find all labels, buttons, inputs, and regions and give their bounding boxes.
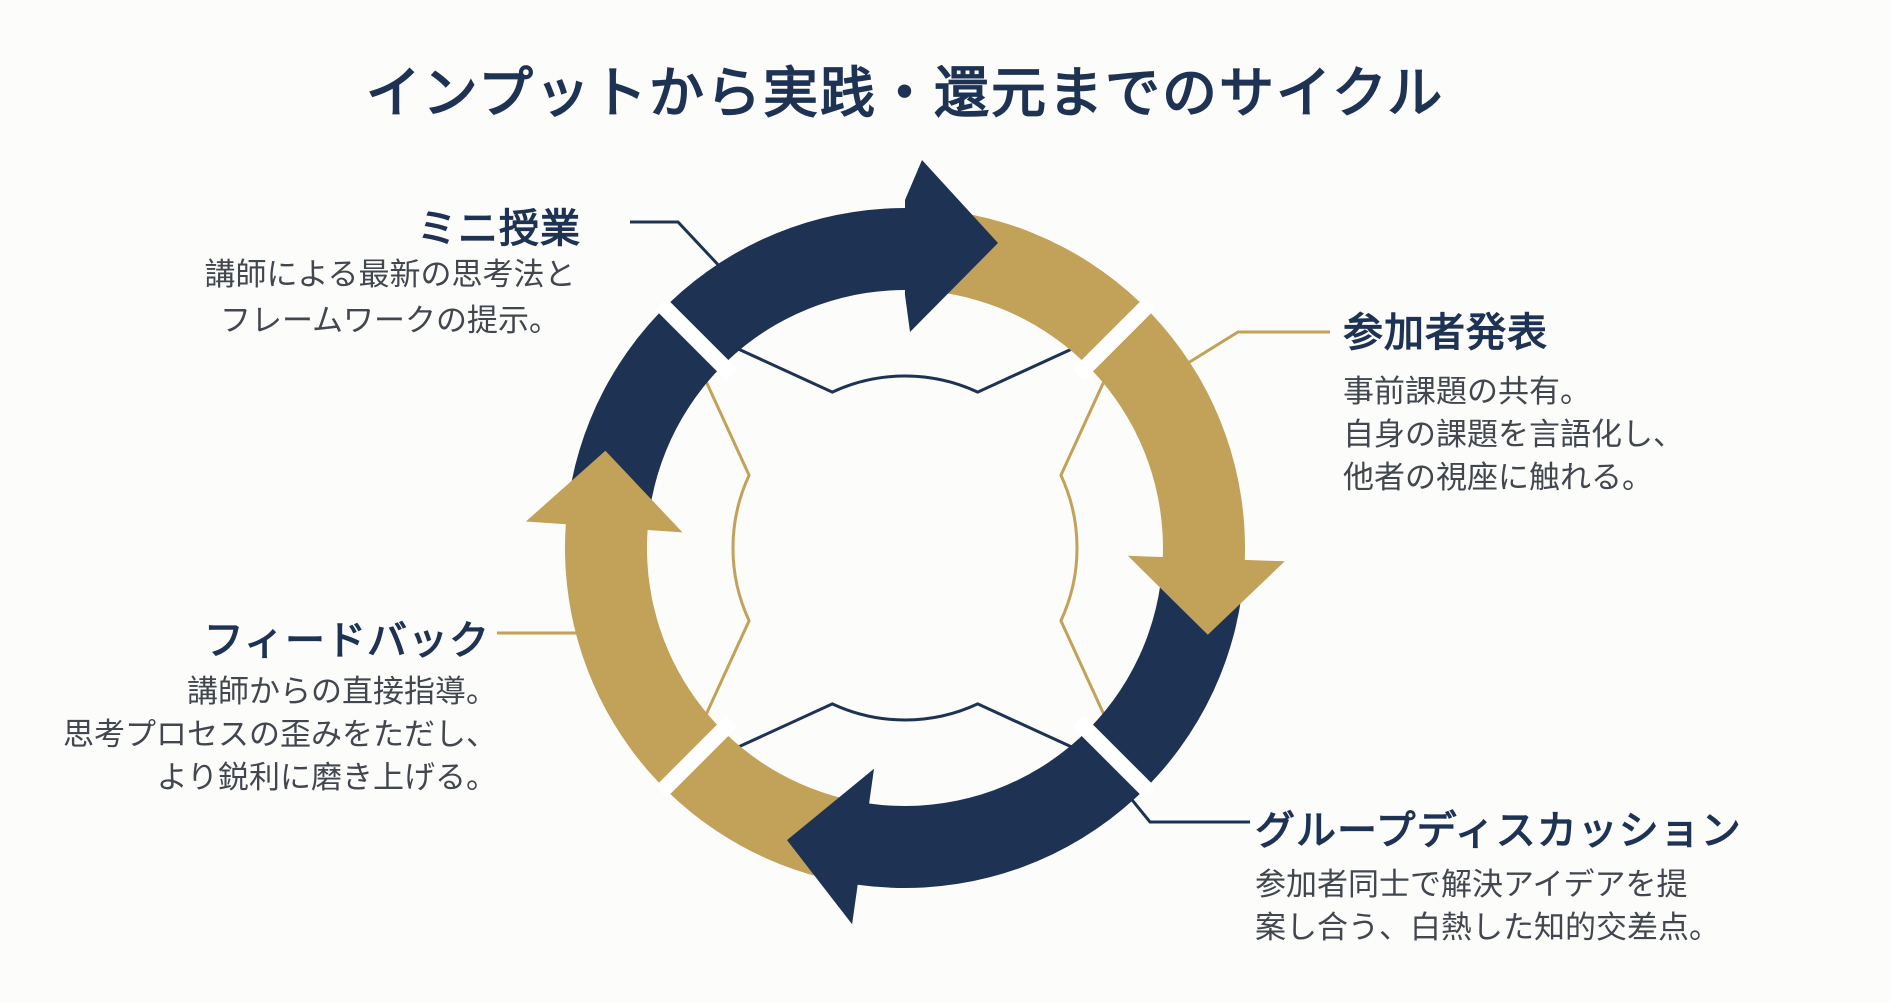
gap-slash-bottom-left (655, 715, 738, 798)
leader-participant-presentation (1179, 330, 1330, 370)
inner-outline-right (1059, 321, 1133, 775)
desc-line: 自身の課題を言語化し、 (1343, 417, 1684, 452)
desc-line: 思考プロセスの歪みをただし、 (63, 717, 497, 752)
step-label-group-discussion: グループディスカッション (1255, 809, 1742, 853)
gap-slash-top-right (1072, 298, 1155, 381)
step-desc-participant-presentation: 事前課題の共有。 自身の課題を言語化し、 他者の視座に触れる。 (1343, 370, 1684, 499)
desc-line: 事前課題の共有。 (1343, 374, 1591, 409)
cycle-arrow-right (932, 209, 1285, 635)
step-desc-group-discussion: 参加者同士で解決アイデアを提 案し合う、白熱した知的交差点。 (1255, 863, 1720, 949)
desc-line: フレームワークの提示。 (219, 303, 561, 338)
inner-outline-top (678, 320, 1132, 394)
leader-group-discussion (1088, 747, 1250, 824)
inner-outline-left (677, 321, 751, 775)
desc-line: 案し合う、白熱した知的交差点。 (1255, 910, 1720, 945)
gap-slash-bottom-right (1072, 715, 1155, 798)
cycle-arrow-top (566, 168, 992, 521)
page-title: インプットから実践・還元までのサイクル (365, 62, 1445, 124)
cycle-arrow-bottom (787, 583, 1242, 925)
desc-line: 講師による最新の思考法と (204, 257, 576, 292)
step-label-participant-presentation: 参加者発表 (1343, 311, 1548, 355)
desc-line: 講師からの直接指導。 (187, 674, 497, 709)
inner-outline-bottom (678, 702, 1132, 776)
step-label-mini-lesson: ミニ授業 (417, 207, 581, 251)
step-label-feedback: フィードバック (203, 619, 490, 663)
desc-line: より鋭利に磨き上げる。 (156, 760, 497, 795)
desc-line: 参加者同士で解決アイデアを提 (1255, 867, 1688, 902)
top-arrowhead-icon (905, 160, 998, 332)
gap-slash-top-left (655, 298, 738, 381)
cycle-arrow-left (525, 450, 843, 878)
step-desc-mini-lesson: 講師による最新の思考法と フレームワークの提示。 (135, 252, 645, 344)
step-desc-feedback: 講師からの直接指導。 思考プロセスの歪みをただし、 より鋭利に磨き上げる。 (63, 670, 497, 799)
leader-mini-lesson (630, 220, 725, 272)
desc-line: 他者の視座に触れる。 (1343, 460, 1653, 495)
